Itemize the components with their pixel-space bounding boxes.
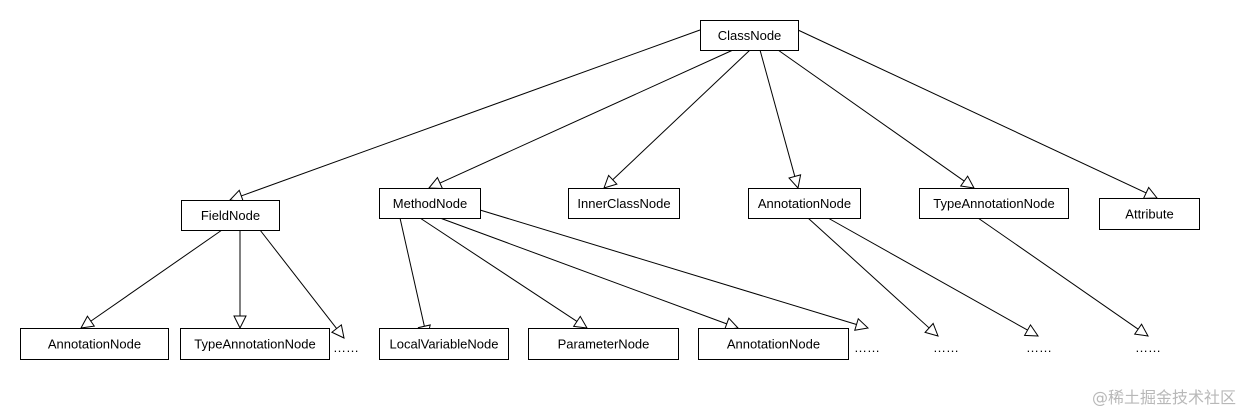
edge-line [612, 49, 751, 181]
node-label: ParameterNode [558, 337, 650, 352]
ellipsis-typeannotation-more: …… [1135, 340, 1161, 355]
edge-line [977, 217, 1139, 330]
node-box [379, 188, 481, 219]
edge-fieldnode-to-field-more [259, 229, 345, 339]
node-classnode: ClassNode [700, 20, 799, 51]
node-fieldnode: FieldNode [181, 200, 280, 231]
edge-fieldnode-to-field-typeannotationnode [233, 230, 247, 330]
node-annotationnode-l1: AnnotationNode [748, 188, 861, 219]
edge-line [807, 217, 930, 329]
node-method-annotationnode: AnnotationNode [698, 328, 849, 360]
arrowhead-icon [788, 174, 802, 190]
node-box [698, 328, 849, 360]
ellipsis-layer: …… …… …… …… …… [333, 340, 1161, 355]
arrowhead-icon [427, 176, 444, 190]
edge-fieldnode-to-field-annotationnode [80, 229, 223, 329]
node-label: Attribute [1125, 207, 1173, 222]
edge-line [90, 229, 223, 322]
edge-classnode-to-typeannotationnode-l1 [777, 49, 975, 189]
edge-line [439, 217, 727, 325]
arrowhead-icon [924, 322, 939, 337]
arrowhead-icon [233, 315, 247, 330]
edge-classnode-to-attribute [797, 29, 1159, 199]
edge-methodnode-to-method-annotationnode [439, 217, 740, 331]
node-attribute: Attribute [1099, 198, 1200, 230]
edge-line [439, 49, 734, 184]
edge-annotationnode-l1-to-annotation-more-1 [807, 217, 939, 337]
edges-layer [80, 29, 1159, 340]
edge-methodnode-to-method-localvariablenode [399, 217, 431, 340]
edge-typeannotationnode-l1-to-typeannotation-more [977, 217, 1149, 337]
edge-line [777, 49, 965, 182]
edge-line [259, 229, 338, 329]
node-field-annotationnode: AnnotationNode [20, 328, 169, 360]
node-label: AnnotationNode [48, 337, 141, 352]
arrowhead-icon [228, 189, 245, 203]
edge-annotationnode-l1-to-annotation-more-2 [827, 217, 1039, 337]
edge-line [827, 217, 1028, 331]
node-box [700, 20, 799, 51]
arrowhead-icon [723, 317, 740, 331]
edge-line [479, 209, 857, 325]
node-label: TypeAnnotationNode [194, 337, 315, 352]
node-box [20, 328, 169, 360]
edge-methodnode-to-method-more [479, 209, 870, 331]
arrowhead-icon [1133, 323, 1149, 337]
edge-methodnode-to-method-parameternode [419, 217, 588, 329]
node-box [379, 328, 509, 360]
node-box [919, 188, 1069, 219]
ellipsis-field-more: …… [333, 340, 359, 355]
ellipsis-annotation-more-1: …… [933, 340, 959, 355]
edge-line [797, 29, 1147, 194]
node-label: TypeAnnotationNode [933, 196, 1054, 211]
node-typeannotationnode-l1: TypeAnnotationNode [919, 188, 1069, 219]
node-field-typeannotationnode: TypeAnnotationNode [180, 328, 330, 360]
edge-line [241, 29, 701, 197]
edge-classnode-to-innerclassnode [603, 49, 751, 189]
ellipsis-method-more: …… [854, 340, 880, 355]
node-label: FieldNode [201, 208, 260, 223]
arrowhead-icon [80, 315, 96, 329]
node-box [1099, 198, 1200, 230]
node-box [568, 188, 680, 219]
edge-line [399, 217, 425, 327]
node-innerclassnode: InnerClassNode [568, 188, 680, 219]
arrowhead-icon [572, 315, 588, 329]
watermark-text: @稀土掘金技术社区 [1092, 388, 1236, 407]
arrowhead-icon [959, 175, 975, 189]
edge-line [759, 49, 796, 177]
arrowhead-icon [603, 174, 618, 189]
node-method-parameternode: ParameterNode [528, 328, 679, 360]
node-box [181, 200, 280, 231]
node-box [180, 328, 330, 360]
edge-line [419, 217, 578, 322]
node-label: MethodNode [393, 196, 467, 211]
node-label: AnnotationNode [758, 196, 851, 211]
node-label: AnnotationNode [727, 337, 820, 352]
arrowhead-icon [1023, 323, 1039, 337]
arrowhead-icon [854, 317, 870, 331]
node-box [528, 328, 679, 360]
arrowhead-icon [1142, 186, 1159, 199]
ellipsis-annotation-more-2: …… [1026, 340, 1052, 355]
node-method-localvariablenode: LocalVariableNode [379, 328, 509, 360]
node-label: LocalVariableNode [390, 337, 499, 352]
edge-classnode-to-fieldnode [228, 29, 701, 203]
edge-classnode-to-annotationnode-l1 [759, 49, 802, 190]
node-methodnode: MethodNode [379, 188, 481, 219]
node-label: ClassNode [718, 28, 782, 43]
edge-classnode-to-methodnode [427, 49, 734, 190]
node-box [748, 188, 861, 219]
arrowhead-icon [330, 323, 345, 339]
node-label: InnerClassNode [577, 196, 670, 211]
